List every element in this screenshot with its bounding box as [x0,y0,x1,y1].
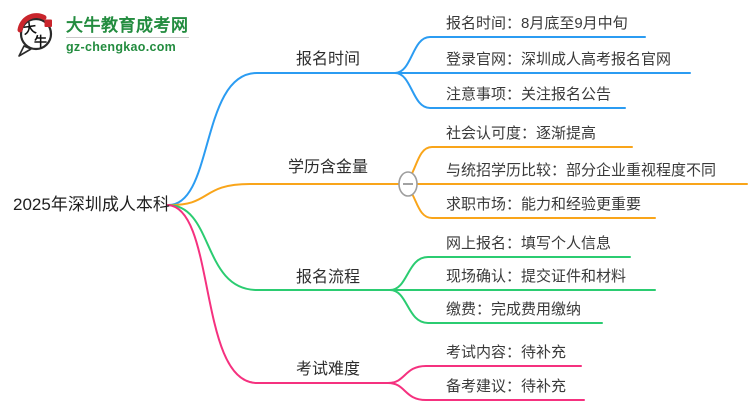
leaf-topic[interactable]: 与统招学历比较：部分企业重视程度不同 [446,162,717,179]
leaf-topic[interactable]: 求职市场：能力和经验更重要 [446,196,642,213]
root-topic[interactable]: 2025年深圳成人本科 [13,195,170,214]
branch-topic-signup-time[interactable]: 报名时间 [295,51,360,68]
leaf-topic[interactable]: 现场确认：提交证件和材料 [446,268,627,285]
branch-3-leaf-3-line [389,289,603,324]
branch-topic-degree-value[interactable]: 学历含金量 [287,159,368,176]
leaf-topic[interactable]: 注意事项：关注报名公告 [446,86,612,103]
site-name: 大牛教育成考网 [66,16,189,35]
red-arc [17,13,47,33]
branch-2-line [167,183,400,207]
leaf-topic[interactable]: 报名时间：8月底至9月中旬 [446,15,628,32]
branch-4-leaf-2-line [387,382,585,401]
branch-1-leaf-1-line [394,36,646,74]
collapse-button[interactable] [398,171,418,197]
leaf-topic[interactable]: 考试内容：待补充 [446,344,567,361]
branch-1-leaf-3-line [394,72,626,109]
leaf-topic[interactable]: 网上报名：填写个人信息 [446,235,612,252]
site-domain: gz-chengkao.com [66,40,177,54]
branch-1-line [167,72,396,207]
branch-4-line [167,204,389,384]
branch-3-leaf-1-line [389,256,631,291]
leaf-topic[interactable]: 缴费：完成费用缴纳 [446,301,582,318]
logo-char-top: 大 [22,20,37,37]
branch-topic-signup-process[interactable]: 报名流程 [295,269,360,286]
leaf-topic[interactable]: 备考建议：待补充 [446,378,567,395]
daniu-bubble-icon: 大 牛 [17,13,53,57]
logo-char-bottom: 牛 [34,34,47,49]
logo-divider [66,37,189,38]
leaf-topic[interactable]: 登录官网：深圳成人高考报名官网 [446,51,672,68]
leaf-topic[interactable]: 社会认可度：逐渐提高 [446,125,597,142]
branch-4-leaf-1-line [387,365,582,384]
branch-3-line [167,204,391,291]
red-seal [44,19,52,27]
branch-topic-exam-difficulty[interactable]: 考试难度 [295,361,360,378]
site-logo: 大 牛 大牛教育成考网 gz-chengkao.com [16,12,189,58]
